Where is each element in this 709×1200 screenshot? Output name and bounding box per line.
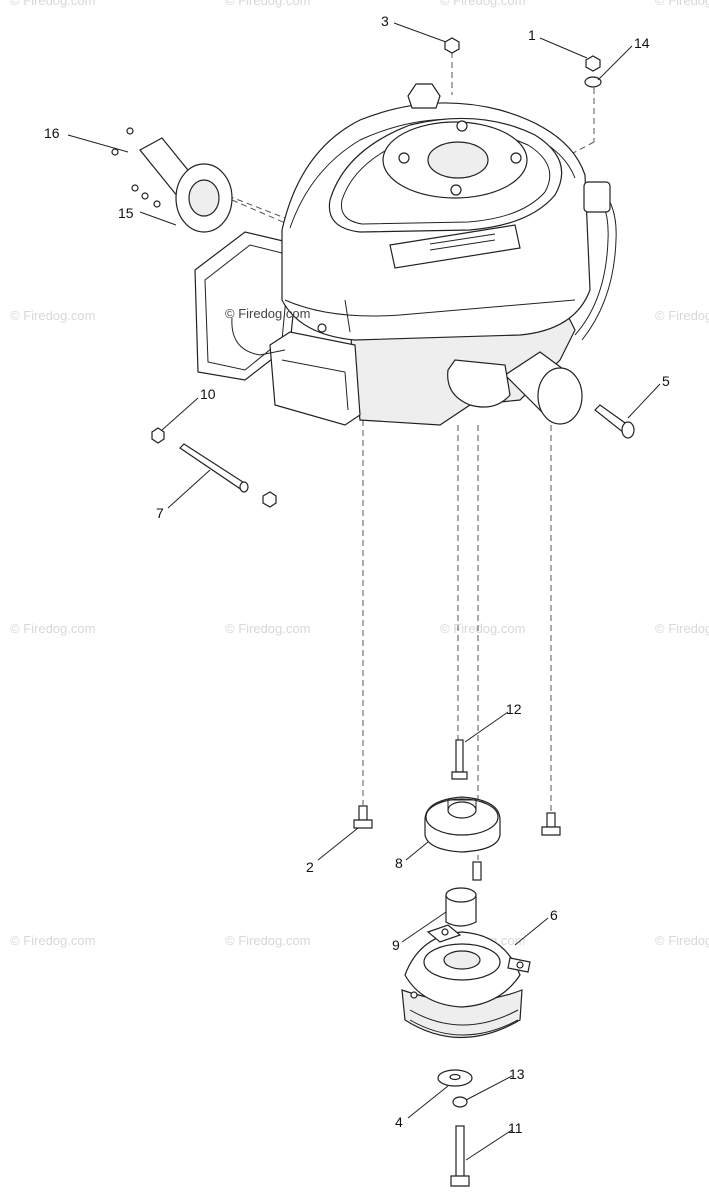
callout-9[interactable]: 9 <box>392 937 400 953</box>
part-8-pulley <box>424 796 501 853</box>
callout-6[interactable]: 6 <box>550 907 558 923</box>
part-13-lockwasher <box>452 1096 468 1108</box>
callout-3[interactable]: 3 <box>381 13 389 29</box>
callout-12[interactable]: 12 <box>506 701 522 717</box>
watermark: © Firedog.com <box>440 621 525 636</box>
part-14-washer <box>584 76 602 88</box>
callout-14[interactable]: 14 <box>634 35 650 51</box>
callout-5[interactable]: 5 <box>662 373 670 389</box>
callout-10[interactable]: 10 <box>200 386 216 402</box>
starter-hub <box>427 141 489 179</box>
watermark: © Firedog.com <box>225 0 310 8</box>
watermark: © Firedog.com <box>225 933 310 948</box>
callout-13[interactable]: 13 <box>509 1066 525 1082</box>
part-6-clutch <box>401 924 531 1039</box>
screw-icon <box>126 127 134 135</box>
watermark: © Firedog.com <box>10 621 95 636</box>
callout-1[interactable]: 1 <box>528 27 536 43</box>
part-2-bolt <box>358 805 368 821</box>
watermark: © Firedog.com <box>10 0 95 8</box>
part-9-spacer <box>445 887 477 927</box>
watermark: © Firedog.com <box>440 0 525 8</box>
heat-shield-group <box>111 127 233 233</box>
part-12-bolt <box>455 739 464 773</box>
callout-2[interactable]: 2 <box>306 859 314 875</box>
screw-icon <box>131 184 139 192</box>
part-10-nut <box>151 427 165 444</box>
screw-icon <box>141 192 149 200</box>
part-bolt-right <box>546 812 556 828</box>
part-7-rod <box>179 443 247 491</box>
callout-7[interactable]: 7 <box>156 505 164 521</box>
watermark: © Firedog.com <box>655 0 709 8</box>
fuel-pump <box>583 181 611 213</box>
callout-8[interactable]: 8 <box>395 855 403 871</box>
screw-icon <box>111 148 119 156</box>
watermark: © Firedog.com <box>655 308 709 323</box>
oil-fill-cap <box>407 83 441 109</box>
callout-16[interactable]: 16 <box>44 125 60 141</box>
air-filter-housing <box>269 331 361 426</box>
hardware-parts <box>151 37 635 1187</box>
watermark: © Firedog.com <box>10 308 95 323</box>
part-7-nut <box>262 491 277 508</box>
watermark: © Firedog.com <box>225 306 310 321</box>
callout-15[interactable]: 15 <box>118 205 134 221</box>
watermark: © Firedog.com <box>10 933 95 948</box>
part-3-nut <box>444 37 460 54</box>
screw-icon <box>153 200 161 208</box>
callout-4[interactable]: 4 <box>395 1114 403 1130</box>
engine-assembly: © Firedog.com <box>194 83 617 426</box>
part-1-nut <box>585 55 601 72</box>
oil-filter-cap <box>537 367 583 425</box>
watermark: © Firedog.com <box>655 621 709 636</box>
callout-labels: 3 1 14 16 15 5 10 7 12 2 8 6 9 13 4 11 <box>44 13 670 1136</box>
part-11-bolt <box>455 1125 465 1179</box>
leader-lines <box>67 22 661 1161</box>
callout-11[interactable]: 11 <box>508 1120 523 1136</box>
part-bolt-small <box>472 861 482 881</box>
watermark: © Firedog.com <box>225 621 310 636</box>
oil-pump-housing <box>447 359 511 408</box>
watermark: © Firedog.com <box>655 933 709 948</box>
